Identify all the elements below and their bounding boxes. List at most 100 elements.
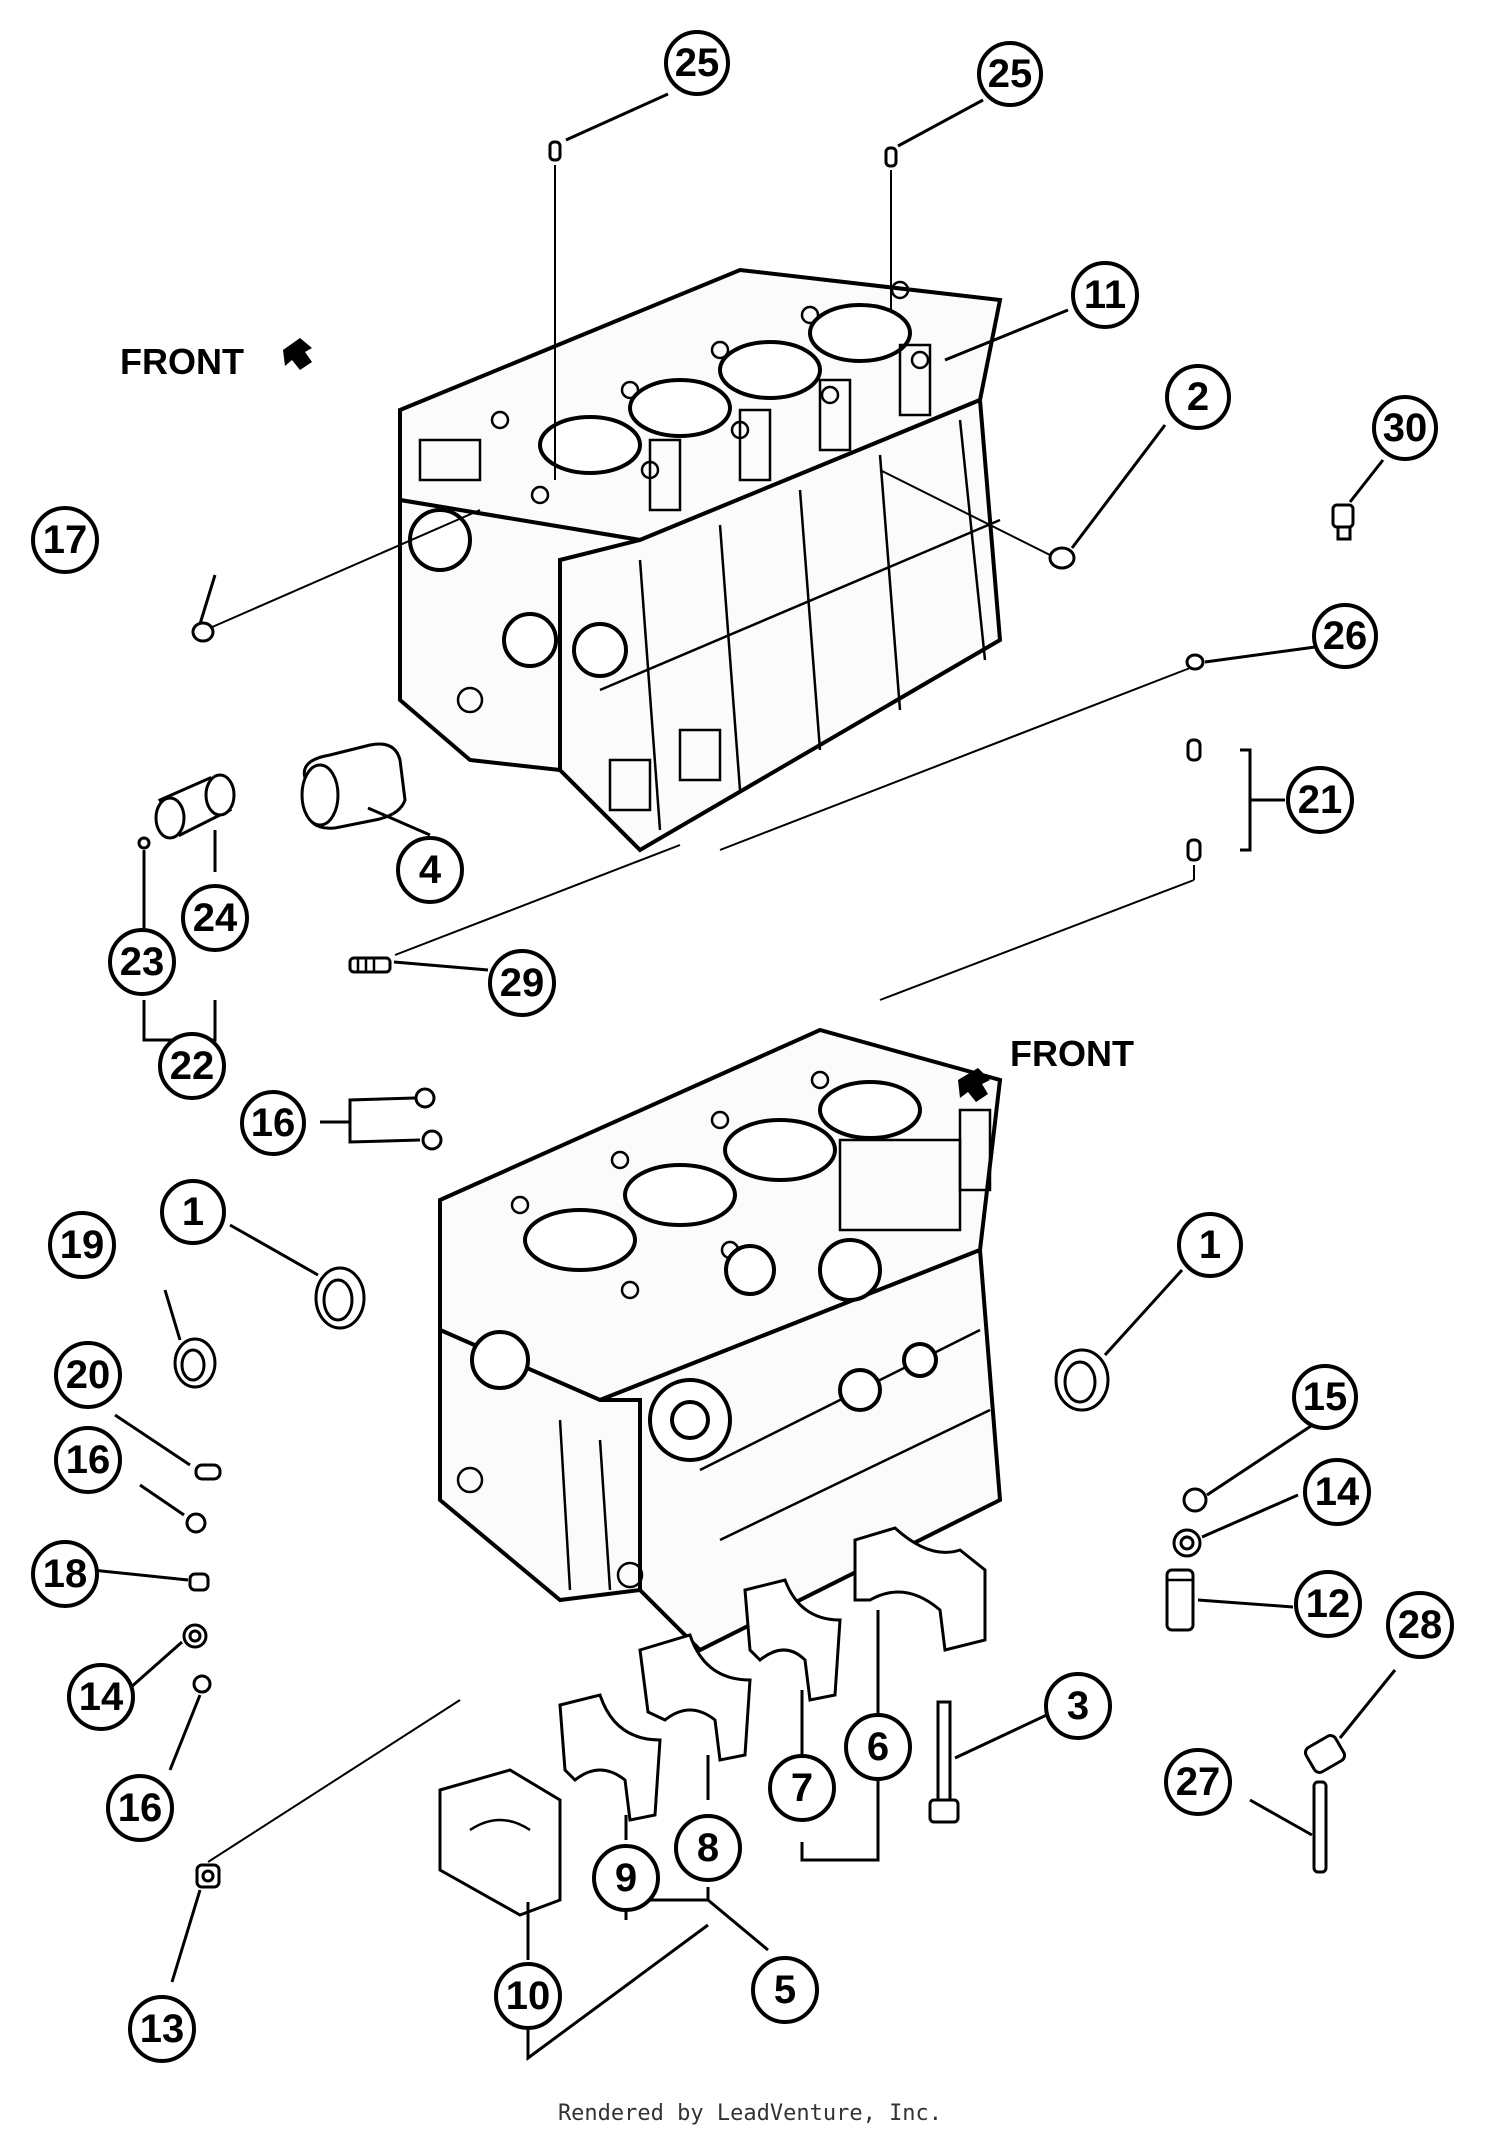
front-label-top: FRONT: [120, 341, 244, 382]
part-23: [137, 836, 151, 850]
svg-text:18: 18: [43, 1552, 88, 1596]
part-18: [188, 1572, 210, 1592]
svg-text:16: 16: [118, 1786, 163, 1830]
part-20-pin: [194, 1463, 222, 1481]
svg-text:16: 16: [251, 1101, 296, 1145]
part-27-rod: [1312, 1780, 1328, 1874]
svg-text:15: 15: [1303, 1375, 1348, 1419]
svg-text:26: 26: [1323, 614, 1368, 658]
svg-text:14: 14: [1315, 1470, 1360, 1514]
callout-11[interactable]: 11: [1071, 261, 1139, 329]
callout-15[interactable]: 15: [1292, 1364, 1358, 1430]
callout-20[interactable]: 20: [54, 1341, 122, 1409]
callout-9[interactable]: 9: [592, 1844, 660, 1912]
part-7-bearing-cap: [743, 1578, 842, 1702]
part-15: [1182, 1487, 1208, 1513]
part-17: [191, 621, 215, 643]
callout-1-left[interactable]: 1: [160, 1179, 226, 1245]
pin-21-bottom: [1186, 838, 1202, 862]
svg-text:1: 1: [1199, 1223, 1221, 1267]
part-6-bearing-cap: [853, 1526, 987, 1652]
callout-28[interactable]: 28: [1386, 1591, 1454, 1659]
callout-16-lower[interactable]: 16: [106, 1774, 174, 1842]
front-arrow-icon: [283, 338, 312, 370]
callout-2[interactable]: 2: [1165, 364, 1231, 430]
callout-6[interactable]: 6: [844, 1713, 912, 1781]
svg-text:1: 1: [182, 1190, 204, 1234]
svg-text:19: 19: [60, 1223, 105, 1267]
callout-10[interactable]: 10: [494, 1962, 562, 2030]
callout-3[interactable]: 3: [1044, 1672, 1112, 1740]
svg-text:10: 10: [506, 1974, 551, 2018]
callout-5[interactable]: 5: [751, 1956, 819, 2024]
part-29-stud: [348, 956, 392, 974]
part-16-top-b: [421, 1129, 443, 1151]
part-1-seal-left: [314, 1266, 366, 1330]
part-3-bolt: [928, 1700, 960, 1824]
svg-text:2: 2: [1187, 375, 1209, 419]
callout-25-left[interactable]: 25: [664, 30, 730, 96]
callout-12[interactable]: 12: [1294, 1570, 1362, 1638]
part-1-seal-right: [1054, 1348, 1110, 1412]
svg-text:27: 27: [1176, 1760, 1221, 1804]
callout-18[interactable]: 18: [31, 1540, 99, 1608]
callout-16-left[interactable]: 16: [54, 1426, 122, 1494]
svg-text:11: 11: [1084, 273, 1126, 317]
front-indicator-bottom: FRONT: [958, 1033, 1134, 1102]
callout-21[interactable]: 21: [1286, 766, 1354, 834]
leader-lines: [91, 92, 1397, 2061]
part-13-nut: [195, 1863, 221, 1889]
part-30: [1331, 503, 1355, 541]
callout-14-right[interactable]: 14: [1303, 1458, 1371, 1526]
svg-text:21: 21: [1298, 778, 1343, 822]
svg-text:25: 25: [988, 52, 1033, 96]
callout-7[interactable]: 7: [768, 1754, 836, 1822]
callout-19[interactable]: 19: [48, 1211, 116, 1279]
callout-4[interactable]: 4: [396, 836, 464, 904]
callout-24[interactable]: 24: [181, 884, 249, 952]
part-16-top-a: [414, 1087, 436, 1109]
svg-text:14: 14: [79, 1675, 124, 1719]
part-2: [1048, 546, 1076, 570]
callout-14-left[interactable]: 14: [67, 1663, 135, 1731]
callout-25-right[interactable]: 25: [977, 41, 1043, 107]
svg-text:8: 8: [697, 1826, 719, 1870]
callout-26[interactable]: 26: [1312, 603, 1378, 669]
part-14-right: [1172, 1528, 1202, 1558]
svg-text:7: 7: [791, 1766, 813, 1810]
pin-25-right: [884, 146, 898, 168]
upper-cylinder-block: [398, 267, 1003, 853]
part-4-bushing: [300, 742, 407, 830]
callout-27[interactable]: 27: [1164, 1748, 1232, 1816]
callout-1-right[interactable]: 1: [1177, 1212, 1243, 1278]
part-19-seal: [173, 1337, 217, 1389]
footer-credit: Rendered by LeadVenture, Inc.: [558, 2101, 942, 2126]
callout-29[interactable]: 29: [488, 949, 556, 1017]
svg-text:6: 6: [867, 1725, 889, 1769]
callout-16-top[interactable]: 16: [240, 1090, 306, 1156]
callout-30[interactable]: 30: [1372, 395, 1438, 461]
svg-text:22: 22: [170, 1044, 215, 1088]
svg-text:25: 25: [675, 41, 720, 85]
front-arrow-icon: [958, 1068, 990, 1102]
pin-21-top: [1186, 738, 1202, 762]
svg-text:12: 12: [1306, 1582, 1351, 1626]
svg-text:4: 4: [419, 848, 442, 892]
svg-text:5: 5: [774, 1968, 796, 2012]
svg-text:29: 29: [500, 961, 545, 1005]
callout-17[interactable]: 17: [31, 506, 99, 574]
part-8-bearing-cap: [638, 1633, 752, 1762]
svg-text:24: 24: [193, 896, 238, 940]
callout-23[interactable]: 23: [108, 928, 176, 996]
callout-8[interactable]: 8: [674, 1814, 742, 1882]
svg-text:16: 16: [66, 1438, 111, 1482]
callout-22[interactable]: 22: [158, 1032, 226, 1100]
front-label-bottom: FRONT: [1010, 1033, 1134, 1074]
svg-text:20: 20: [66, 1353, 111, 1397]
part-16-left: [185, 1512, 207, 1534]
callout-13[interactable]: 13: [128, 1995, 196, 2063]
svg-text:9: 9: [615, 1856, 637, 1900]
svg-text:13: 13: [140, 2007, 185, 2051]
svg-text:17: 17: [43, 518, 88, 562]
